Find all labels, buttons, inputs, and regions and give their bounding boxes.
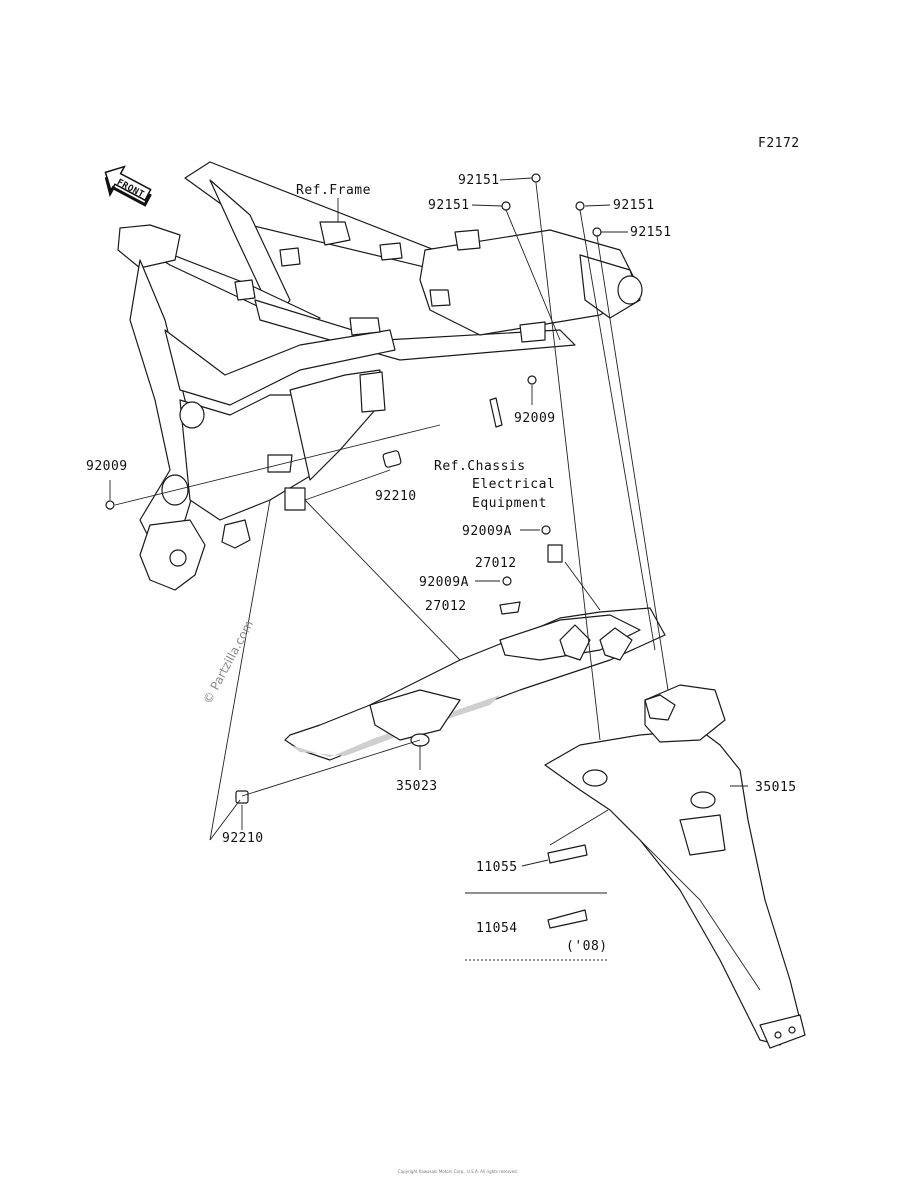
frame-assembly [117,161,643,591]
diagram-id: F2172 [758,136,800,151]
footer-copyright: Copyright Kawasaki Motors Corp., U.S.A. … [398,1169,518,1174]
part-label-92009A-b: 92009A [419,575,469,590]
part-label-11055: 11055 [476,860,518,875]
part-label-35023: 35023 [396,779,438,794]
leader-lines [109,177,748,961]
part-label-92151-b: 92151 [428,198,470,213]
part-label-92151-a: 92151 [458,173,500,188]
ref-chassis-label-line2: Electrical [472,477,555,492]
ref-chassis-label-line3: Equipment [472,496,547,511]
part-label-92009-right: 92009 [514,411,556,426]
part-label-35015: 35015 [755,780,797,795]
note-08: ('08) [566,939,608,954]
hardware [105,173,602,929]
part-label-11054: 11054 [476,921,518,936]
part-label-27012-a: 27012 [475,556,517,571]
watermark: © Partzilla.com [200,618,256,706]
part-label-92151-d: 92151 [630,225,672,240]
rear-fender-front-35015 [544,684,806,1049]
front-arrow-icon: FRONT [104,165,152,207]
ref-chassis-label-line1: Ref.Chassis [434,459,526,474]
part-label-27012-b: 27012 [425,599,467,614]
part-label-92151-c: 92151 [613,198,655,213]
part-label-92009A-a: 92009A [462,524,512,539]
part-label-92009-left: 92009 [86,459,128,474]
rear-fender-rear-35023 [284,607,666,761]
part-label-92210-bottom: 92210 [222,831,264,846]
part-label-92210-top: 92210 [375,489,417,504]
ref-frame-label: Ref.Frame [296,183,371,198]
